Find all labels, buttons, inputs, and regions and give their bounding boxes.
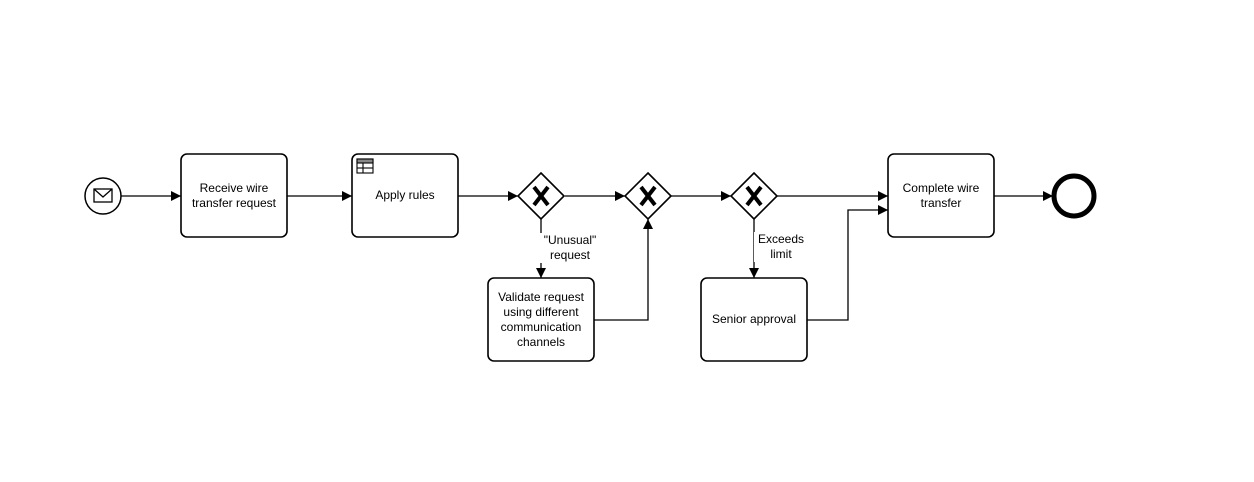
flow-validate-to-gateway2[interactable] [594,219,653,321]
table-icon [356,158,374,174]
task-senior-approval[interactable] [700,277,808,362]
exclusive-gateway-unusual[interactable] [516,171,566,221]
task-apply-rules[interactable] [351,153,459,238]
edge-label-unusual: "Unusual" request [538,233,602,263]
flow-senior-to-complete[interactable] [807,205,888,321]
task-validate-label: Validate request using different communi… [498,289,584,349]
exclusive-x-icon [532,185,550,207]
exclusive-x-icon [745,185,763,207]
task-receive-label: Receive wire transfer request [191,180,277,210]
task-complete-label: Complete wire transfer [902,180,980,210]
task-validate-request[interactable] [487,277,595,362]
task-apply-rules-label: Apply rules [375,188,435,202]
task-receive-wire-transfer[interactable] [180,153,288,238]
edge-label-exceeds-limit: Exceeds limit [754,232,808,262]
exclusive-gateway-merge[interactable] [623,171,673,221]
task-complete-wire-transfer[interactable] [887,153,995,238]
task-senior-approval-label: Senior approval [711,312,797,326]
end-circle-icon[interactable] [1051,173,1097,219]
envelope-icon [93,188,113,203]
start-message-event[interactable] [84,177,122,215]
exclusive-gateway-limit[interactable] [729,171,779,221]
exclusive-x-icon [639,185,657,207]
